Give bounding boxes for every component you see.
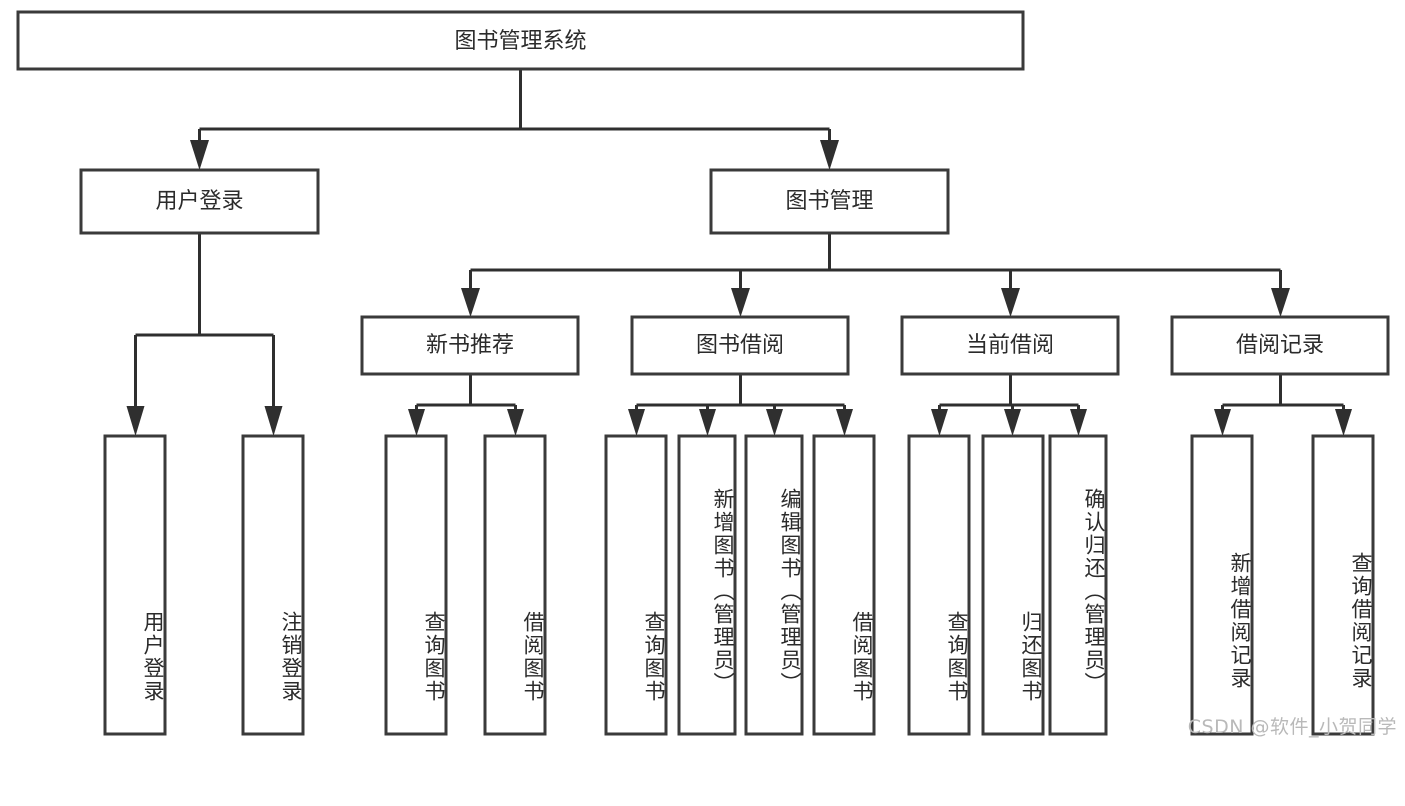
node-leaf-add-borrow-record-box[interactable] (1190, 434, 1254, 736)
node-leaf-user-login-box[interactable] (103, 434, 167, 736)
node-book-manage-label: 图书管理 (785, 189, 873, 214)
node-borrow-record[interactable]: 借阅记录 (1170, 315, 1390, 376)
flowchart-canvas: 图书管理系统 用户登录 图书管理 新书推荐 图书借阅 当前借阅 借阅记录 (16, 10, 1390, 736)
csdn-watermark: CSDN @软件_小贺同学 (1187, 716, 1397, 738)
arrowhead-leaf-query-book-3 (931, 409, 948, 436)
connector-group-current-borrow-leaves (931, 374, 1087, 436)
node-book-manage-box[interactable] (709, 168, 950, 235)
node-leaf-user-logout-box[interactable] (241, 434, 305, 736)
arrowhead-borrow-record (1271, 288, 1290, 317)
node-book-borrow[interactable]: 图书借阅 (630, 315, 850, 376)
node-root-box[interactable] (16, 10, 1025, 71)
org-chart-diagram: 图书管理系统 用户登录 图书管理 新书推荐 图书借阅 当前借阅 借阅记录 (16, 10, 1397, 738)
node-new-book-recommend-label: 新书推荐 (426, 333, 514, 358)
node-book-borrow-label: 图书借阅 (696, 333, 784, 358)
connector-group-book-manage-to-level3 (461, 233, 1290, 317)
node-leaf-query-book-1-box[interactable] (384, 434, 448, 736)
arrowhead-leaf-query-book-1 (408, 409, 425, 436)
node-leaf-query-borrow-record-box[interactable] (1311, 434, 1375, 736)
connector-group-root-to-level2 (190, 69, 839, 170)
arrowhead-book-manage (820, 140, 839, 170)
arrowhead-leaf-add-book (699, 409, 716, 436)
arrowhead-leaf-borrow-book-2 (836, 409, 853, 436)
node-current-borrow-box[interactable] (900, 315, 1120, 376)
node-leaf-add-book-box[interactable] (677, 434, 737, 736)
node-current-borrow-label: 当前借阅 (966, 333, 1054, 358)
arrowhead-leaf-edit-book (766, 409, 783, 436)
node-leaf-query-book-2-box[interactable] (604, 434, 668, 736)
arrowhead-leaf-user-login (126, 406, 145, 436)
arrowhead-leaf-confirm-return (1070, 409, 1087, 436)
arrowhead-new-book-recommend (461, 288, 480, 317)
arrowhead-leaf-borrow-book-1 (507, 409, 524, 436)
node-user-login[interactable]: 用户登录 (79, 168, 320, 235)
connector-group-user-login-leaves (126, 233, 283, 436)
arrowhead-leaf-add-borrow-record (1214, 409, 1231, 436)
node-leaf-confirm-return-box[interactable] (1048, 434, 1108, 736)
connector-group-new-book-recommend-leaves (408, 374, 524, 436)
node-current-borrow[interactable]: 当前借阅 (900, 315, 1120, 376)
node-borrow-record-box[interactable] (1170, 315, 1390, 376)
arrowhead-current-borrow (1001, 288, 1020, 317)
node-leaf-query-book-3-box[interactable] (907, 434, 971, 736)
arrowhead-leaf-return-book (1004, 409, 1021, 436)
node-leaf-edit-book-box[interactable] (744, 434, 804, 736)
node-root-label: 图书管理系统 (454, 29, 586, 54)
arrowhead-user-login (190, 140, 209, 170)
node-leaf-return-book-box[interactable] (981, 434, 1045, 736)
node-user-login-label: 用户登录 (155, 189, 243, 214)
node-book-borrow-box[interactable] (630, 315, 850, 376)
node-user-login-box[interactable] (79, 168, 320, 235)
arrowhead-leaf-user-logout (264, 406, 283, 436)
node-book-manage[interactable]: 图书管理 (709, 168, 950, 235)
node-new-book-recommend-box[interactable] (360, 315, 580, 376)
node-leaf-borrow-book-1-box[interactable] (483, 434, 547, 736)
connector-group-borrow-record-leaves (1214, 374, 1352, 436)
arrowhead-leaf-query-borrow-record (1335, 409, 1352, 436)
arrowhead-book-borrow (731, 288, 750, 317)
connector-group-book-borrow-leaves (628, 374, 853, 436)
arrowhead-leaf-query-book-2 (628, 409, 645, 436)
node-root[interactable]: 图书管理系统 (16, 10, 1025, 71)
leaf-boxes (103, 434, 1375, 736)
node-new-book-recommend[interactable]: 新书推荐 (360, 315, 580, 376)
node-borrow-record-label: 借阅记录 (1236, 333, 1324, 358)
node-leaf-borrow-book-2-box[interactable] (812, 434, 876, 736)
